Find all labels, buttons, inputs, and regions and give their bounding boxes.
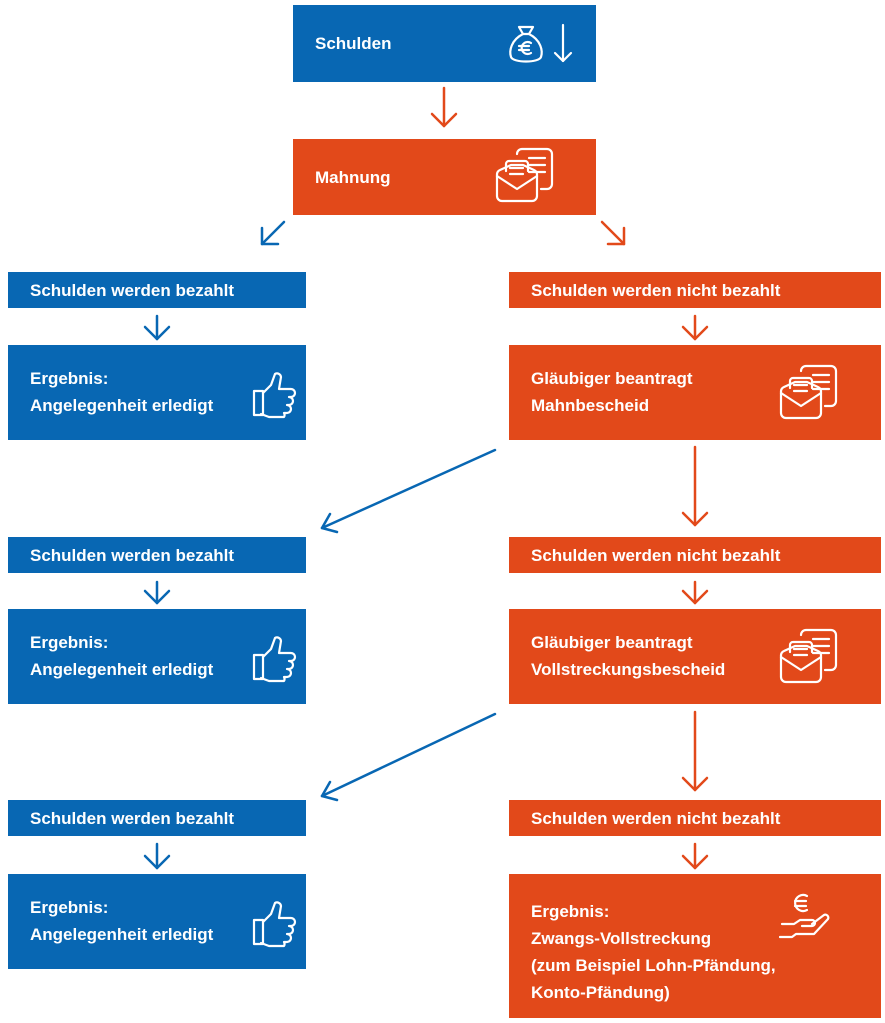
unpaid-bar-2: Schulden werden nicht bezahlt bbox=[509, 537, 881, 573]
mahnung-label: Mahnung bbox=[315, 167, 391, 187]
letters-icon bbox=[777, 363, 845, 425]
money-bag-euro-icon bbox=[505, 23, 575, 67]
final-line4: Konto-Pfändung) bbox=[531, 983, 670, 1002]
vollstreckungsbescheid-box: Gläubiger beantragt Vollstreckungsbesche… bbox=[509, 609, 881, 704]
paid-label: Schulden werden bezahlt bbox=[30, 545, 235, 565]
unpaid-bar-3: Schulden werden nicht bezahlt bbox=[509, 800, 881, 836]
result-text: Angelegenheit erledigt bbox=[30, 396, 214, 415]
unpaid-label: Schulden werden nicht bezahlt bbox=[531, 808, 781, 828]
vollstreckungsbescheid-line2: Vollstreckungsbescheid bbox=[531, 660, 726, 679]
thumbs-up-icon bbox=[252, 900, 298, 948]
arrow-mahnbescheid-to-paid bbox=[320, 448, 497, 534]
arrow-schulden-to-mahnung bbox=[430, 86, 458, 128]
arrow-mahnung-to-unpaid bbox=[600, 220, 626, 246]
arrow-vollstreckungsbescheid-to-unpaid bbox=[681, 710, 709, 792]
paid-label: Schulden werden bezahlt bbox=[30, 808, 235, 828]
mahnbescheid-line2: Mahnbescheid bbox=[531, 396, 650, 415]
paid-bar-1: Schulden werden bezahlt bbox=[8, 272, 306, 308]
mahnbescheid-line1: Gläubiger beantragt bbox=[531, 369, 693, 388]
letters-icon bbox=[493, 146, 561, 208]
final-heading: Ergebnis: bbox=[531, 902, 610, 921]
arrow-paid-2 bbox=[143, 580, 171, 605]
arrow-unpaid-2 bbox=[681, 580, 709, 605]
letters-icon bbox=[777, 627, 845, 689]
arrow-paid-1 bbox=[143, 314, 171, 341]
paid-result-1: Ergebnis: Angelegenheit erledigt bbox=[8, 345, 306, 440]
result-text: Angelegenheit erledigt bbox=[30, 925, 214, 944]
schulden-box: Schulden bbox=[293, 5, 596, 82]
arrow-paid-3 bbox=[143, 842, 171, 870]
thumbs-up-icon bbox=[252, 635, 298, 683]
mahnbescheid-box: Gläubiger beantragt Mahnbescheid bbox=[509, 345, 881, 440]
arrow-mahnung-to-paid bbox=[260, 220, 286, 246]
paid-bar-2: Schulden werden bezahlt bbox=[8, 537, 306, 573]
paid-result-2: Ergebnis: Angelegenheit erledigt bbox=[8, 609, 306, 704]
final-line2: Zwangs-Vollstreckung bbox=[531, 929, 712, 948]
paid-result-3: Ergebnis: Angelegenheit erledigt bbox=[8, 874, 306, 969]
arrow-unpaid-3 bbox=[681, 842, 709, 870]
paid-label: Schulden werden bezahlt bbox=[30, 280, 235, 300]
result-text: Angelegenheit erledigt bbox=[30, 660, 214, 679]
result-heading: Ergebnis: bbox=[30, 369, 109, 388]
mahnung-box: Mahnung bbox=[293, 139, 596, 215]
unpaid-bar-1: Schulden werden nicht bezahlt bbox=[509, 272, 881, 308]
arrow-unpaid-1 bbox=[681, 314, 709, 341]
unpaid-label: Schulden werden nicht bezahlt bbox=[531, 545, 781, 565]
result-heading: Ergebnis: bbox=[30, 633, 109, 652]
arrow-vollstreckungsbescheid-to-paid bbox=[320, 712, 497, 802]
schulden-label: Schulden bbox=[315, 34, 392, 53]
arrow-mahnbescheid-to-unpaid bbox=[681, 445, 709, 527]
thumbs-up-icon bbox=[252, 371, 298, 419]
vollstreckungsbescheid-line1: Gläubiger beantragt bbox=[531, 633, 693, 652]
hand-euro-icon bbox=[779, 890, 835, 942]
unpaid-label: Schulden werden nicht bezahlt bbox=[531, 280, 781, 300]
final-line3: (zum Beispiel Lohn-Pfändung, bbox=[531, 956, 776, 975]
final-result-box: Ergebnis: Zwangs-Vollstreckung (zum Beis… bbox=[509, 874, 881, 1018]
paid-bar-3: Schulden werden bezahlt bbox=[8, 800, 306, 836]
result-heading: Ergebnis: bbox=[30, 898, 109, 917]
